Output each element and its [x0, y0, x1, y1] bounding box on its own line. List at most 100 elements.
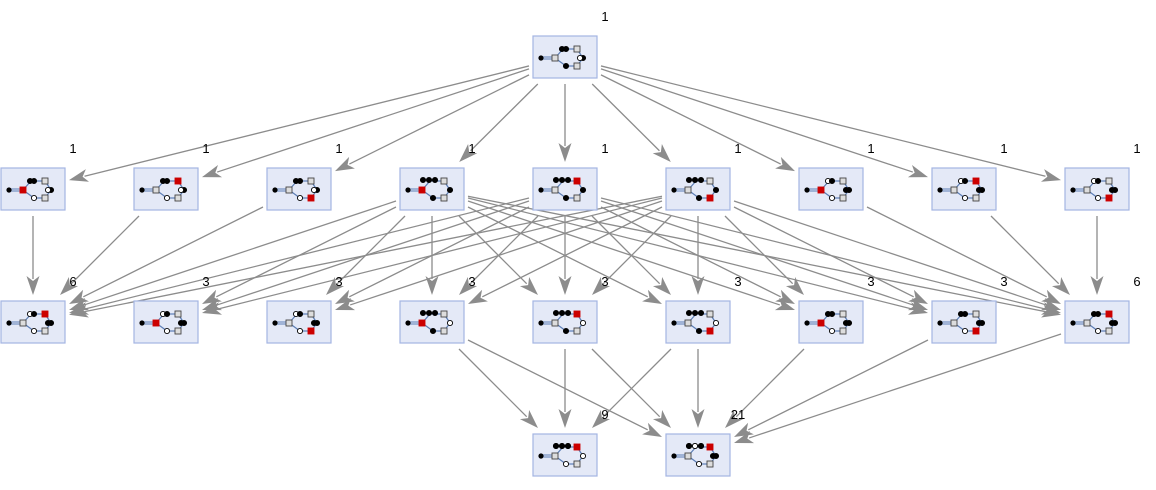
graph-node[interactable]: 1 [266, 141, 343, 211]
edge [592, 348, 672, 428]
edge [691, 216, 705, 295]
edge [600, 68, 928, 178]
node-count-label: 1 [601, 141, 608, 156]
edge-line [84, 195, 663, 313]
molecule-glyph-icon [538, 442, 587, 468]
arrowhead-icon [652, 276, 671, 295]
edge-line [733, 206, 914, 298]
molecule-glyph-icon [538, 176, 587, 202]
graph-node[interactable]: 6 [0, 274, 77, 344]
edge-line [724, 215, 794, 285]
edge [591, 83, 671, 162]
graph-node[interactable]: 1 [532, 141, 609, 211]
graph-node[interactable]: 9 [532, 407, 609, 477]
arrowhead-icon [202, 164, 223, 178]
arrowhead-icon [775, 289, 795, 304]
molecule-glyph-icon [1070, 310, 1119, 335]
graph-node[interactable]: 1 [665, 141, 742, 211]
edge-line [336, 215, 406, 285]
molecule-glyph-icon [538, 45, 587, 70]
graph-node[interactable]: 21 [665, 407, 745, 477]
arrowhead-icon [335, 297, 356, 311]
graph-node[interactable]: 3 [266, 274, 343, 344]
node-count-label: 3 [335, 274, 342, 289]
node-count-label: 3 [202, 274, 209, 289]
arrowhead-icon [1040, 297, 1061, 311]
edge [26, 216, 40, 295]
arrowhead-icon [1040, 169, 1061, 182]
arrowhead-icon [459, 144, 478, 162]
edge [558, 84, 572, 162]
molecule-glyph-icon [405, 309, 454, 335]
edge [467, 339, 662, 437]
graph-node[interactable]: 3 [931, 274, 1008, 344]
graph-node[interactable]: 3 [399, 274, 476, 344]
edge [990, 215, 1070, 295]
node-count-label: 1 [734, 141, 741, 156]
edge [866, 206, 1061, 304]
edge [335, 200, 663, 311]
edge-line [84, 197, 530, 310]
arrowhead-icon [691, 409, 705, 428]
molecule-glyph-icon [671, 176, 720, 202]
molecule-glyph-icon [671, 442, 720, 468]
edge-line [467, 200, 781, 306]
graph-node[interactable]: 1 [931, 141, 1008, 211]
graph-node[interactable]: 6 [1064, 274, 1141, 344]
edge-line [216, 206, 397, 298]
edge-line [83, 206, 264, 298]
arrowhead-icon [69, 302, 90, 315]
graph-node[interactable]: 1 [1064, 141, 1141, 211]
graph-node[interactable]: 3 [798, 274, 875, 344]
graph-node[interactable]: 1 [798, 141, 875, 211]
edge [592, 215, 672, 295]
node-count-label: 9 [601, 407, 608, 422]
arrowhead-icon [335, 289, 355, 304]
arrowhead-icon [785, 276, 804, 295]
graph-node[interactable]: 3 [532, 274, 609, 344]
graph-node[interactable]: 3 [665, 274, 742, 344]
arrowhead-icon [202, 302, 223, 315]
node-count-label: 1 [601, 9, 608, 24]
edge [202, 68, 530, 178]
graph-node[interactable]: 1 [399, 141, 476, 211]
edge-line [600, 65, 1046, 177]
edge-line [748, 333, 1062, 439]
arrowhead-icon [734, 422, 754, 437]
molecule-glyph-icon [1070, 177, 1119, 202]
graph-node[interactable]: 3 [133, 274, 210, 344]
edge [467, 200, 795, 311]
arrowhead-icon [326, 276, 345, 295]
arrowhead-icon [335, 156, 355, 172]
edge-line [467, 195, 1046, 313]
arrowhead-icon [519, 409, 538, 428]
edge-line [467, 206, 648, 298]
edge [326, 215, 406, 295]
edge [335, 74, 530, 172]
graph-node[interactable]: 1 [0, 141, 77, 211]
molecule-glyph-icon [671, 309, 720, 335]
edge [600, 197, 1061, 315]
edge-line [990, 215, 1060, 285]
edge-line [83, 200, 397, 306]
graph-node[interactable]: 1 [133, 141, 210, 211]
arrowhead-icon [425, 276, 439, 295]
edge-line [70, 215, 140, 285]
edge [734, 333, 1062, 444]
arrowhead-icon [734, 430, 755, 444]
molecule-glyph-icon [937, 177, 986, 202]
edge-line [469, 215, 539, 285]
edge [458, 348, 538, 428]
edge [733, 206, 928, 304]
node-count-label: 1 [867, 141, 874, 156]
edge-line [349, 74, 530, 165]
node-count-label: 3 [601, 274, 608, 289]
molecule-glyph-icon [272, 177, 321, 202]
molecule-glyph-icon [538, 309, 587, 335]
edge-line [467, 197, 913, 310]
edge [600, 206, 795, 304]
edge [459, 83, 539, 162]
edge-line [470, 83, 539, 152]
graph-node[interactable]: 1 [532, 9, 609, 79]
